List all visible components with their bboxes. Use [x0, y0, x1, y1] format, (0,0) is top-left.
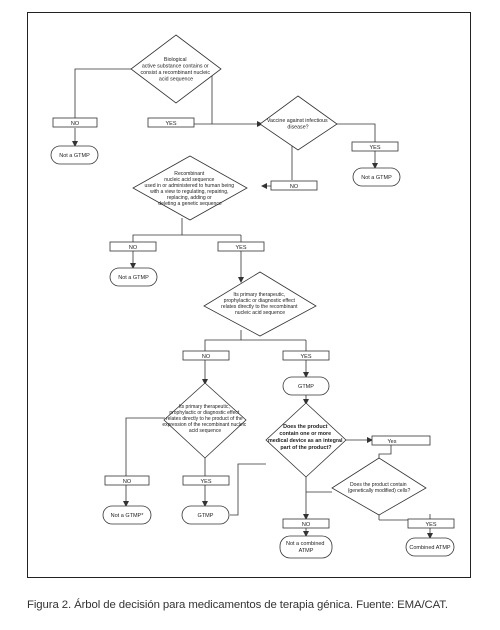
outcome-not-gtmp-4-text: Not a GTMP* — [111, 513, 145, 519]
decision-substance — [130, 34, 222, 104]
outcome-not-gtmp-1-text: Not a GTMP — [59, 153, 90, 159]
label-yes-6-text: Yes — [388, 439, 397, 445]
figure-caption: Figura 2. Árbol de decisión para medicam… — [27, 599, 448, 611]
label-yes-4-text: YES — [300, 354, 311, 360]
label-yes-6 — [371, 435, 431, 446]
outcome-combined-atmp-text: Combined ATMP — [409, 545, 450, 551]
label-no-2-text: NO — [290, 184, 299, 190]
label-no-5 — [104, 475, 150, 486]
label-no-3 — [109, 241, 157, 252]
decision-effect-sequence-text: Its primary therapeutic, prophylactic or… — [221, 292, 299, 316]
label-yes-2 — [351, 141, 399, 152]
label-no-3-text: NO — [129, 245, 138, 251]
label-no-7 — [282, 518, 330, 529]
outcome-not-gtmp-2 — [352, 167, 401, 187]
label-no-5-text: NO — [123, 479, 132, 485]
outcome-gtmp-2 — [181, 505, 230, 525]
label-yes-4 — [282, 350, 330, 361]
label-yes-1-text: YES — [165, 121, 176, 127]
outcome-not-gtmp-4 — [102, 505, 152, 525]
decision-recombinant-text: Recombinant nucleic acid sequence used i… — [145, 171, 236, 207]
label-no-7-text: NO — [302, 522, 311, 528]
label-no-4 — [182, 350, 230, 361]
decision-effect-expression — [163, 382, 247, 459]
decision-gm-cells-text: Does the product contain (genetically mo… — [348, 482, 411, 494]
decision-recombinant-sequence — [132, 155, 248, 221]
label-no-1-text: NO — [71, 121, 80, 127]
outcome-gtmp-2-text: GTMP — [198, 513, 214, 519]
decision-vaccine-text: Vaccine against infectious disease? — [267, 118, 329, 131]
outcome-not-gtmp-2-text: Not a GTMP — [361, 175, 392, 181]
label-yes-3-text: YES — [235, 245, 246, 251]
decision-effect-sequence — [203, 271, 317, 337]
label-no-1 — [52, 117, 98, 128]
outcome-not-gtmp-3 — [109, 267, 158, 287]
outcome-not-gtmp-3-text: Not a GTMP — [118, 275, 149, 281]
outcome-not-combined-atmp-text: Not a combined ATMP — [286, 541, 326, 554]
outcome-gtmp-1 — [282, 376, 330, 396]
label-yes-5-text: YES — [200, 479, 211, 485]
label-no-4-text: NO — [202, 354, 211, 360]
label-no-2 — [270, 180, 318, 191]
outcome-not-gtmp-1 — [50, 145, 99, 165]
decision-gm-cells — [331, 457, 427, 516]
decision-effect-expression-text: Its primary therapeutic, prophylactic or… — [162, 404, 247, 434]
connectors — [72, 68, 433, 539]
label-yes-7 — [407, 518, 455, 529]
outcome-gtmp-1-text: GTMP — [298, 384, 314, 390]
decision-medical-device-text: Does the product contain one or more med… — [268, 424, 344, 451]
decision-substance-text: Biological active substance contains or … — [141, 57, 212, 83]
decision-medical-device — [265, 402, 347, 478]
label-yes-5 — [182, 475, 230, 486]
label-yes-3 — [217, 241, 265, 252]
outcome-not-combined-atmp — [279, 535, 333, 559]
outcome-combined-atmp — [405, 537, 455, 557]
label-yes-2-text: YES — [369, 145, 380, 151]
label-yes-1 — [147, 117, 195, 128]
decision-vaccine — [259, 95, 338, 151]
label-yes-7-text: YES — [425, 522, 436, 528]
